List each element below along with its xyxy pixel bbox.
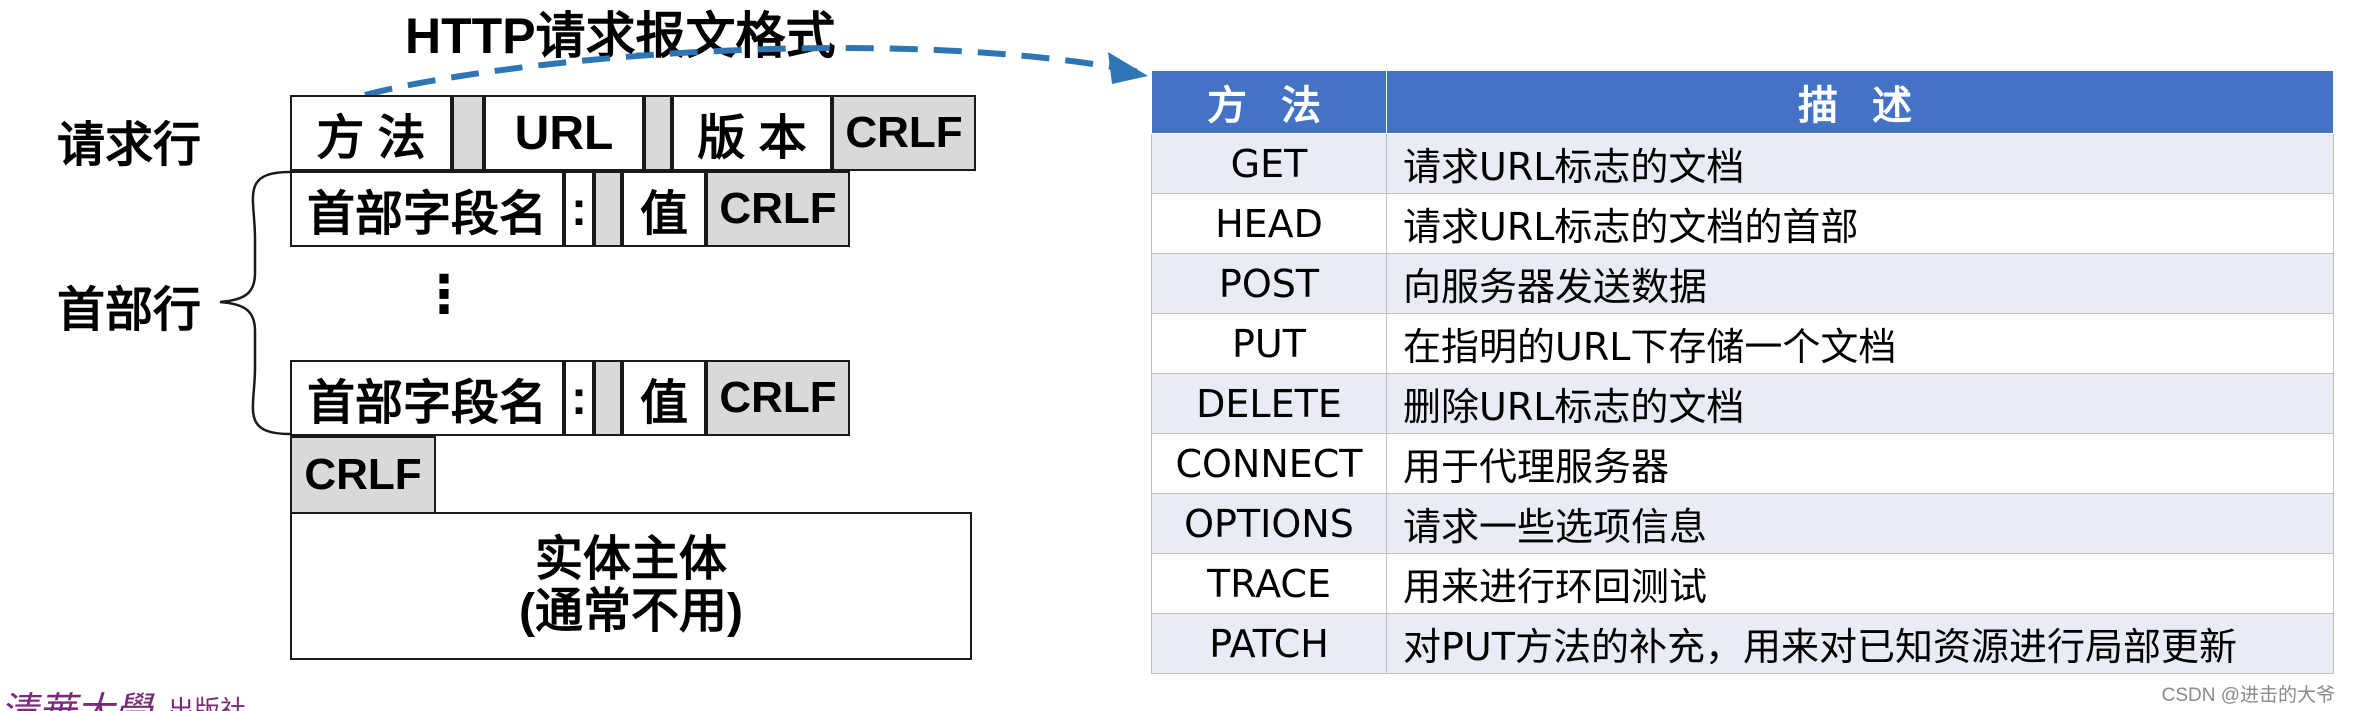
header-field-name-cell: 首部字段名 bbox=[290, 360, 564, 436]
method-description: 请求一些选项信息 bbox=[1386, 493, 2334, 554]
method-name: CONNECT bbox=[1151, 433, 1387, 494]
entity-body-cell: 实体主体 (通常不用) bbox=[290, 512, 972, 660]
table-row: GET 请求URL标志的文档 bbox=[1151, 133, 2334, 194]
diagram-title: HTTP请求报文格式 bbox=[405, 8, 836, 64]
header-value-cell: 值 bbox=[622, 360, 706, 436]
crlf-cell: CRLF bbox=[706, 171, 850, 247]
crlf-cell: CRLF bbox=[706, 360, 850, 436]
entity-body-label: 实体主体 bbox=[534, 533, 727, 586]
space-cell bbox=[594, 360, 622, 436]
method-name: POST bbox=[1151, 253, 1387, 314]
crlf-cell: CRLF bbox=[832, 95, 976, 171]
table-row: PUT 在指明的URL下存储一个文档 bbox=[1151, 313, 2334, 374]
method-description: 删除URL标志的文档 bbox=[1386, 373, 2334, 434]
table-row: HEAD 请求URL标志的文档的首部 bbox=[1151, 193, 2334, 254]
column-header-method: 方 法 bbox=[1151, 70, 1387, 134]
method-name: GET bbox=[1151, 133, 1387, 194]
method-name: HEAD bbox=[1151, 193, 1387, 254]
url-cell: URL bbox=[484, 95, 644, 171]
publisher-logo: 清華大學 出版社 bbox=[0, 684, 300, 711]
table-header-row: 方 法 描 述 bbox=[1151, 70, 2334, 134]
table-row: CONNECT 用于代理服务器 bbox=[1151, 433, 2334, 494]
method-description: 在指明的URL下存储一个文档 bbox=[1386, 313, 2334, 374]
colon-cell: : bbox=[564, 171, 594, 247]
entity-body-note: (通常不用) bbox=[519, 585, 743, 638]
method-description: 请求URL标志的文档的首部 bbox=[1386, 193, 2334, 254]
ellipsis: ⋮ bbox=[418, 266, 470, 324]
blank-line-crlf-cell: CRLF bbox=[290, 436, 436, 514]
header-field-name-cell: 首部字段名 bbox=[290, 171, 564, 247]
method-name: PUT bbox=[1151, 313, 1387, 374]
method-name: PATCH bbox=[1151, 613, 1387, 674]
arrow-head-icon bbox=[1108, 52, 1148, 84]
method-description: 用来进行环回测试 bbox=[1386, 553, 2334, 614]
method-name: TRACE bbox=[1151, 553, 1387, 614]
publisher-logo-calligraphy: 清華大學 bbox=[0, 689, 153, 711]
method-description: 对PUT方法的补充，用来对已知资源进行局部更新 bbox=[1386, 613, 2334, 674]
method-name: OPTIONS bbox=[1151, 493, 1387, 554]
request-line-label: 请求行 bbox=[57, 119, 202, 172]
publisher-logo-text: 出版社 bbox=[168, 695, 247, 711]
table-row: TRACE 用来进行环回测试 bbox=[1151, 553, 2334, 614]
version-cell: 版 本 bbox=[672, 95, 832, 171]
space-cell bbox=[594, 171, 622, 247]
table-row: DELETE 删除URL标志的文档 bbox=[1151, 373, 2334, 434]
method-description: 用于代理服务器 bbox=[1386, 433, 2334, 494]
method-description: 向服务器发送数据 bbox=[1386, 253, 2334, 314]
column-header-description: 描 述 bbox=[1386, 70, 2334, 134]
brace-icon bbox=[219, 170, 291, 436]
header-value-cell: 值 bbox=[622, 171, 706, 247]
method-description: 请求URL标志的文档 bbox=[1386, 133, 2334, 194]
space-cell bbox=[452, 95, 484, 171]
watermark: CSDN @进击的大爷 bbox=[2161, 685, 2335, 706]
http-methods-table: 方 法 描 述 GET 请求URL标志的文档 HEAD 请求URL标志的文档的首… bbox=[1151, 70, 2334, 674]
table-row: POST 向服务器发送数据 bbox=[1151, 253, 2334, 314]
header-lines-label: 首部行 bbox=[57, 284, 202, 337]
space-cell bbox=[644, 95, 672, 171]
table-row: OPTIONS 请求一些选项信息 bbox=[1151, 493, 2334, 554]
colon-cell: : bbox=[564, 360, 594, 436]
method-cell: 方 法 bbox=[290, 95, 452, 171]
table-row: PATCH 对PUT方法的补充，用来对已知资源进行局部更新 bbox=[1151, 613, 2334, 674]
method-name: DELETE bbox=[1151, 373, 1387, 434]
